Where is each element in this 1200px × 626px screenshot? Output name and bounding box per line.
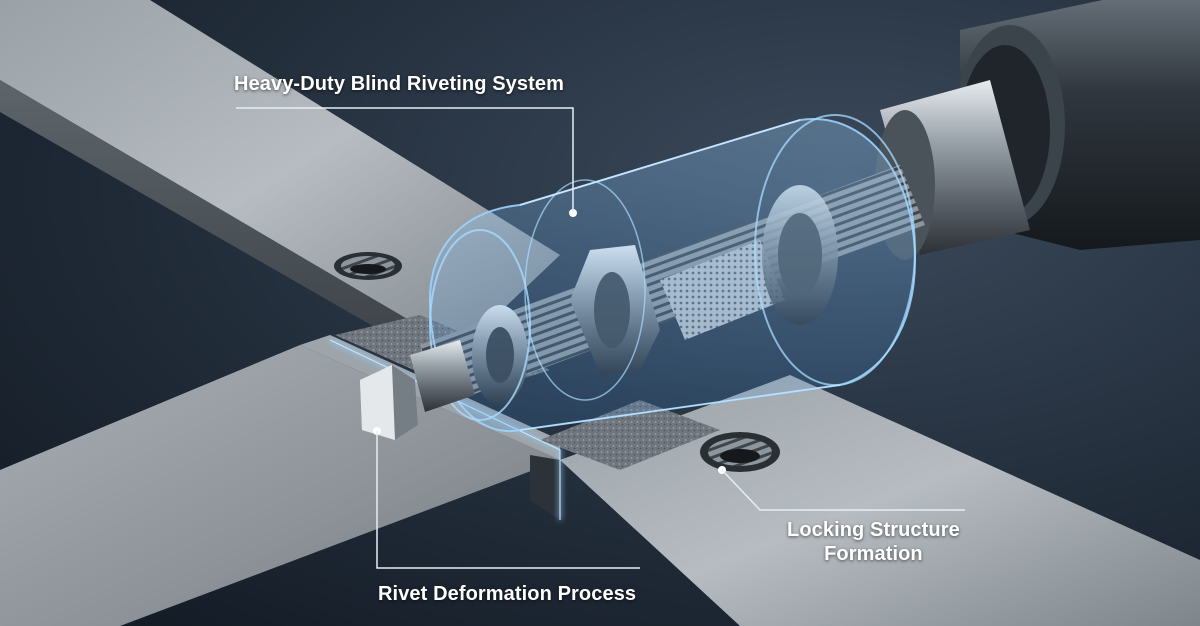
transparent-sleeve: [428, 114, 917, 433]
threaded-hole-icon: [700, 432, 780, 472]
label-locking-structure: Locking Structure Formation: [787, 518, 960, 566]
leader-line-rivet: [376, 431, 640, 569]
leader-line-locking: [721, 469, 965, 511]
leader-line-system: [236, 107, 574, 213]
label-locking-line1: Locking Structure: [787, 519, 960, 541]
threaded-hole-icon: [334, 252, 402, 280]
rivet-tool-icon: [875, 0, 1200, 260]
hex-bolt-icon: [360, 340, 475, 440]
label-system-title: Heavy-Duty Blind Riveting System: [234, 73, 564, 95]
label-locking-line2: Formation: [824, 543, 923, 565]
cut-section: [540, 400, 720, 470]
upper-metal-plate: [0, 0, 560, 376]
label-rivet-deformation: Rivet Deformation Process: [378, 583, 637, 605]
